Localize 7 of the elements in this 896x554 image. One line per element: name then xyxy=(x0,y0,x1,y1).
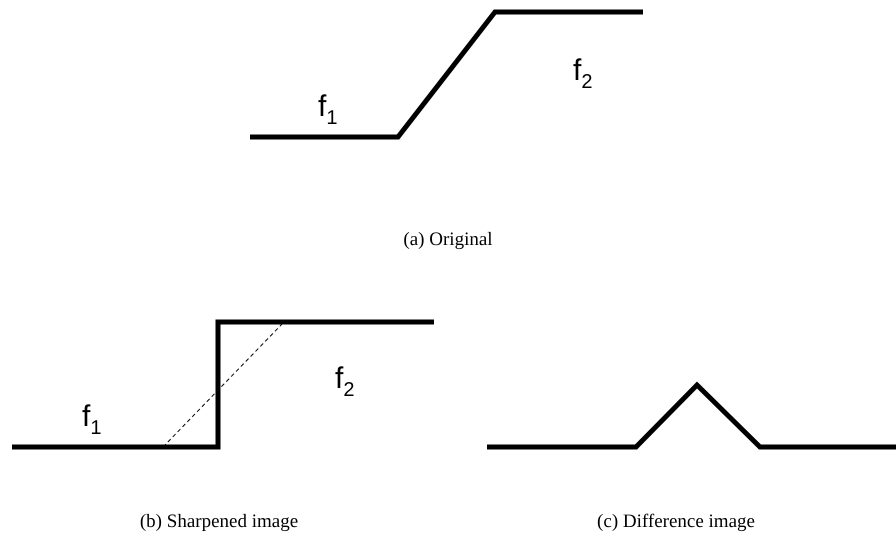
subfigure-caption: (c) Difference image xyxy=(597,512,755,531)
function-label: f$_{2}$ xyxy=(573,56,592,92)
function-label: f$_{1}$ xyxy=(82,402,102,438)
function-label: f$_{2}$ xyxy=(335,364,354,400)
subfigure-caption: (a) Original xyxy=(403,230,493,249)
function-label: f$_{1}$ xyxy=(318,92,338,128)
subfigure-caption: (b) Sharpened image xyxy=(140,512,298,531)
